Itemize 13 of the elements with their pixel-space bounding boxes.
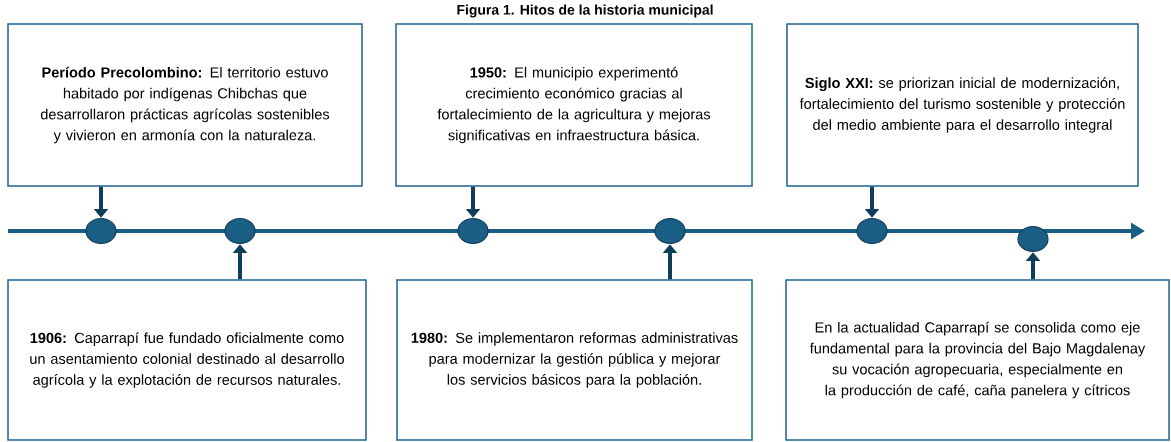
timeline-dot xyxy=(856,217,888,245)
milestone-box: 1980: Se implementaron reformas administrativas para modernizar la gestión pública y mejorar los servicios básicos para la población. xyxy=(396,279,753,441)
milestone-box: Período Precolombino: El territorio estuvo habitado por indígenas Chibchas que desarrollaron prácticas agrícolas sostenibles y vivieron en armonía con la naturaleza. xyxy=(7,23,363,187)
milestone-box: En la actualidad Caparrapí se consolida como eje fundamental para la provincia del Bajo Magdalenay su vocación agropecuaria, especialmente en la producción de café, caña panelera y cítricos xyxy=(785,279,1170,441)
milestone-box: 1950: El municipio experimentó crecimiento económico gracias al fortalecimiento de la agricultura y mejoras significativas en infraestructura básica. xyxy=(395,23,753,187)
timeline-dot xyxy=(224,217,256,245)
timeline-dot xyxy=(1017,225,1049,253)
milestone-box: 1906: Caparrapí fue fundado oficialmente como un asentamiento colonial destinado al desarrollo agrícola y la explotación de recursos naturales. xyxy=(7,279,367,441)
title: Figura 1. Hitos de la historia municipal xyxy=(457,4,713,18)
timeline-dot xyxy=(654,217,686,245)
timeline-dot xyxy=(457,217,489,245)
milestone-box: Siglo XXI: se priorizan inicial de modernización, fortalecimiento del turismo sostenible y protección del medio ambiente para el desarrollo integral xyxy=(786,23,1139,187)
timeline-dot xyxy=(85,217,117,245)
